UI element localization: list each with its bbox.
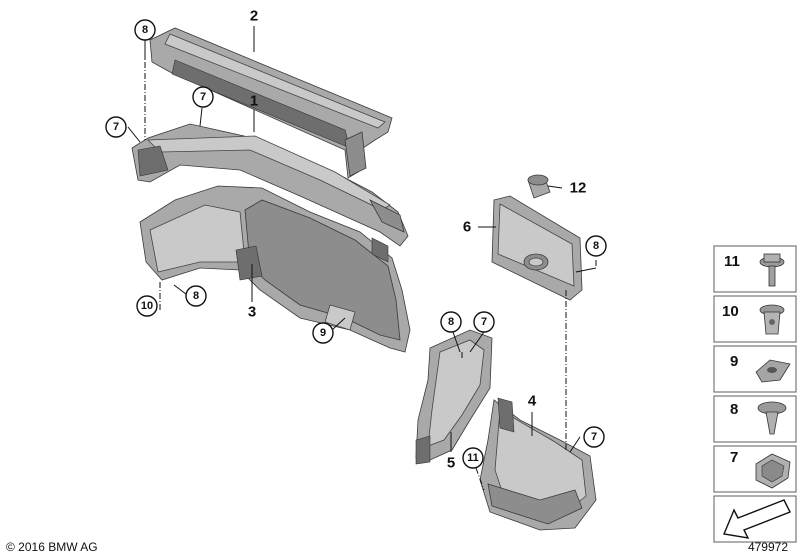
spring-nut-icon — [755, 359, 791, 383]
callout-9: 9 — [312, 322, 334, 344]
svg-text:8: 8 — [730, 401, 738, 418]
direction-arrow-icon — [723, 499, 791, 539]
callout-7-left: 7 — [105, 116, 127, 138]
legend-item-11: 11 — [713, 245, 797, 293]
part-number-2: 2 — [250, 8, 258, 25]
callout-7-middle: 7 — [473, 311, 495, 333]
callout-7-upper: 7 — [192, 86, 214, 108]
clip-nut-icon — [755, 453, 791, 489]
svg-text:9: 9 — [320, 327, 326, 339]
svg-text:8: 8 — [448, 316, 454, 328]
svg-text:8: 8 — [593, 240, 599, 252]
legend-item-arrow — [713, 495, 797, 543]
svg-text:7: 7 — [591, 431, 597, 443]
callout-8-top: 8 — [134, 19, 156, 41]
svg-text:10: 10 — [722, 303, 739, 320]
part-number-3: 3 — [248, 304, 256, 321]
part-4-cover — [479, 397, 597, 531]
svg-text:7: 7 — [730, 449, 738, 466]
legend: 11 10 9 — [713, 245, 797, 543]
part-5-side-panel — [415, 329, 493, 465]
part-12-clip — [527, 174, 551, 199]
svg-text:7: 7 — [200, 91, 206, 103]
part-3-panel — [139, 185, 411, 353]
svg-text:9: 9 — [730, 353, 738, 370]
part-2-cross-member — [149, 27, 393, 179]
svg-text:7: 7 — [481, 316, 487, 328]
legend-item-8: 8 — [713, 395, 797, 443]
callout-8-right: 8 — [585, 235, 607, 257]
expanding-rivet-icon — [759, 304, 785, 335]
screw-icon — [759, 253, 785, 287]
diagram-id: 479972 — [747, 540, 788, 554]
push-clip-icon — [757, 401, 787, 435]
svg-text:11: 11 — [467, 452, 479, 464]
callout-8-left: 8 — [185, 285, 207, 307]
part-number-1: 1 — [250, 93, 258, 110]
part-number-5: 5 — [447, 455, 455, 472]
legend-item-7: 7 — [713, 445, 797, 493]
legend-item-10: 10 — [713, 295, 797, 343]
part-number-4: 4 — [528, 393, 537, 410]
callout-11: 11 — [462, 447, 484, 469]
part-6-bracket — [491, 195, 583, 301]
legend-item-9: 9 — [713, 345, 797, 393]
callout-8-middle: 8 — [440, 311, 462, 333]
svg-text:8: 8 — [193, 290, 199, 302]
part-number-12: 12 — [570, 180, 587, 197]
callout-10: 10 — [136, 295, 158, 317]
part-number-6: 6 — [463, 219, 471, 236]
svg-text:7: 7 — [113, 121, 119, 133]
svg-text:10: 10 — [141, 300, 153, 312]
copyright-text: © 2016 BMW AG — [6, 540, 98, 554]
svg-text:8: 8 — [142, 24, 148, 36]
part-1-cross-member — [131, 123, 409, 247]
svg-text:11: 11 — [724, 253, 740, 270]
callout-7-lower: 7 — [583, 426, 605, 448]
